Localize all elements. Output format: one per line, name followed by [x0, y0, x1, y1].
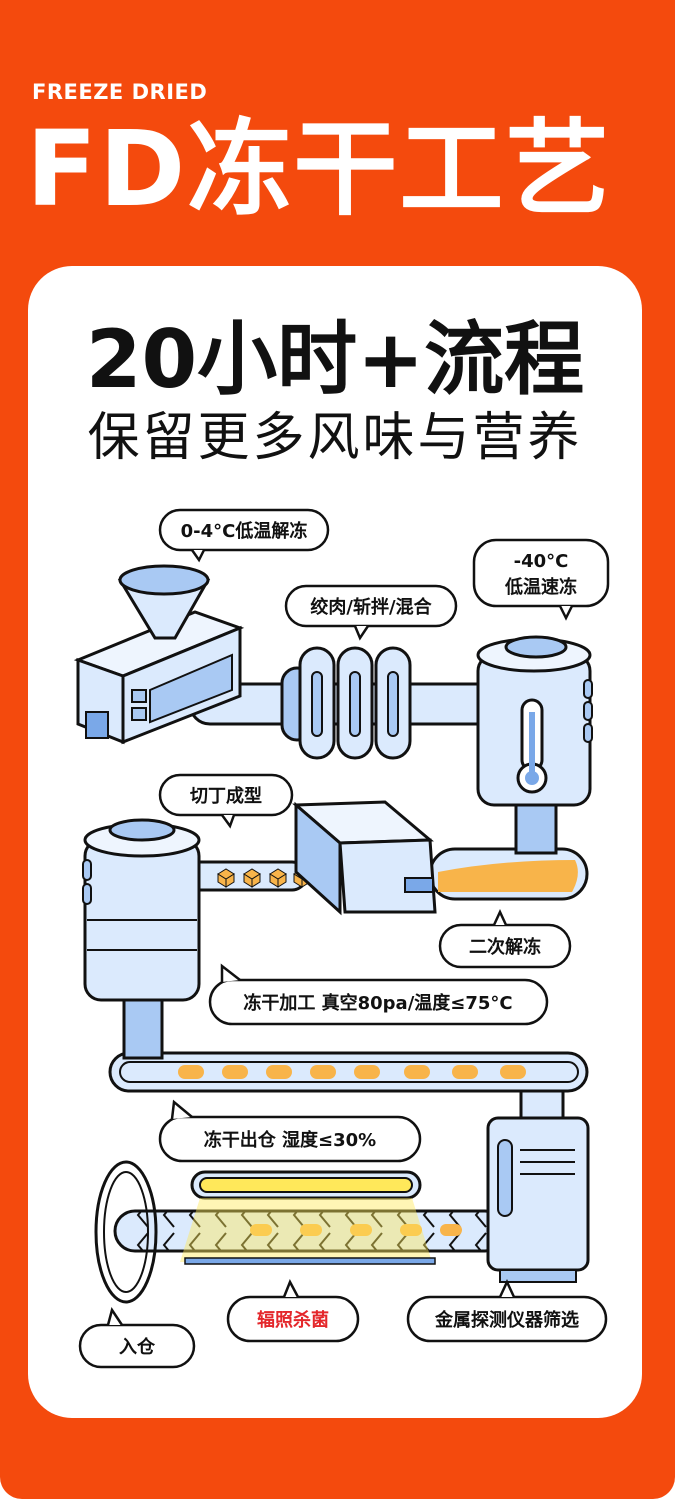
label-thaw: 0-4°C低温解冻: [158, 508, 330, 563]
label-cut: 切丁成型: [158, 773, 294, 829]
label-second-thaw: 二次解冻: [438, 909, 572, 969]
freeze-dry-tank: [82, 818, 201, 1060]
card-headline: 20小时+流程: [85, 313, 585, 406]
label-quickfreeze-temp: -40°C: [514, 551, 569, 572]
product-pieces: [178, 868, 526, 1236]
label-quickfreeze-text: 低温速冻: [504, 576, 577, 598]
cutting-machine: [292, 800, 437, 916]
label-cut-text: 切丁成型: [190, 785, 262, 807]
quick-freeze-tank: [476, 635, 593, 855]
label-metal-detect-text: 金属探测仪器筛选: [434, 1309, 579, 1331]
metal-detector: [486, 1116, 590, 1283]
mixer-rings: [280, 646, 412, 760]
label-mince: 绞肉/斩拌/混合: [284, 584, 458, 641]
thawing-machine: [73, 564, 245, 745]
label-thaw-text: 0-4°C低温解冻: [181, 520, 308, 542]
kicker-text: FREEZE DRIED: [32, 80, 208, 104]
label-irradiation: 辐照杀菌: [226, 1279, 360, 1343]
label-discharge: 冻干出仓 湿度≤30%: [158, 1099, 422, 1163]
label-freeze-dry: 冻干加工 真空80pa/温度≤75°C: [208, 963, 549, 1026]
label-discharge-text: 冻干出仓 湿度≤30%: [204, 1129, 376, 1151]
label-second-thaw-text: 二次解冻: [469, 936, 541, 958]
label-irradiation-text: 辐照杀菌: [257, 1309, 329, 1331]
page-title: FD冻干工艺: [26, 108, 612, 230]
label-storage: 入仓: [78, 1307, 196, 1369]
card-subheadline: 保留更多风味与营养: [87, 408, 583, 468]
label-metal-detect: 金属探测仪器筛选: [406, 1279, 608, 1343]
uv-sterilizer: [180, 1170, 436, 1265]
label-quickfreeze: -40°C 低温速冻: [472, 538, 610, 621]
label-freeze-dry-text: 冻干加工 真空80pa/温度≤75°C: [243, 992, 512, 1014]
label-storage-text: 入仓: [119, 1336, 156, 1358]
storage-ring: [94, 1160, 158, 1304]
label-mince-text: 绞肉/斩拌/混合: [310, 596, 432, 618]
